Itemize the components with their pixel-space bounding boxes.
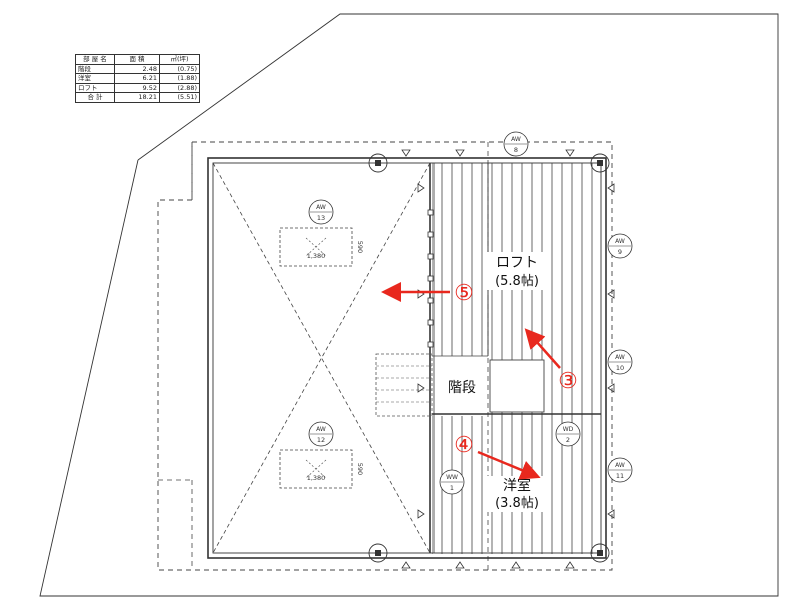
exterior-wall-inner: [212, 162, 602, 554]
western-room-size: (3.8帖): [495, 496, 539, 511]
window-aw11-num: 11: [616, 472, 624, 480]
window-aw8-num: 8: [514, 146, 518, 154]
area-table-row: ロフト 9.52 (2.88): [75, 82, 200, 93]
area-table-header: 部 屋 名 面 積 ㎡(坪): [75, 54, 200, 65]
area-table-total-row: 合 計 18.21 (5.51): [75, 92, 200, 103]
area-table-area: 18.21: [114, 92, 160, 103]
loft-size: (5.8帖): [495, 274, 539, 289]
annotation-3: ③: [558, 369, 578, 394]
window-aw8-type: AW: [511, 136, 521, 143]
window-wd2-num: 2: [566, 436, 570, 444]
window-ww1-type: WW: [446, 474, 458, 481]
area-table-row: 洋室 6.21 (1.88): [75, 73, 200, 84]
window-aw8: [503, 131, 529, 157]
area-table-row: 階段 2.48 (0.75): [75, 63, 200, 74]
window-ww1: [439, 469, 465, 495]
window-wd2: [555, 421, 581, 447]
void-cross-b: [212, 162, 431, 554]
western-room-name: 洋室: [503, 477, 531, 494]
stairs-label-bg: [442, 375, 482, 397]
skylight-top: [279, 227, 353, 267]
area-table-room: 階段: [75, 63, 115, 74]
area-table-tsubo: (5.51): [159, 92, 200, 103]
window-aw11-type: AW: [615, 462, 625, 469]
window-aw9: [607, 233, 633, 259]
stair-treads: [376, 365, 432, 403]
window-aw12-num: 12: [317, 436, 325, 444]
skylight-bottom-width: 1,380: [307, 474, 326, 482]
stairs-name: 階段: [448, 380, 476, 396]
window-aw12-type: AW: [316, 426, 326, 433]
area-table: 部 屋 名 面 積 ㎡(坪) 階段 2.48 (0.75) 洋室 6.21 (1…: [75, 54, 200, 103]
site-boundary: [39, 13, 779, 597]
area-table-tsubo: (1.88): [159, 73, 200, 84]
exterior-wall-outer: [207, 157, 607, 559]
area-table-room: 洋室: [75, 73, 115, 84]
loft-name: ロフト: [496, 255, 538, 271]
void-cross-a: [212, 162, 431, 554]
area-table-area: 9.52: [114, 82, 160, 93]
window-aw10: [607, 349, 633, 375]
window-ww1-num: 1: [450, 484, 454, 492]
window-aw9-type: AW: [615, 238, 625, 245]
area-table-header-unit: ㎡(坪): [159, 54, 200, 65]
annotation-4: ④: [454, 433, 474, 458]
area-table-room: 合 計: [75, 92, 115, 103]
area-table-room: ロフト: [75, 82, 115, 93]
area-table-header-room: 部 屋 名: [75, 54, 115, 65]
window-aw12: [308, 421, 334, 447]
western-room-label-bg: [486, 476, 548, 512]
stairs-box: [489, 359, 545, 413]
loft-label-bg: [486, 252, 548, 290]
corner-columns: [368, 153, 610, 563]
window-aw11: [607, 457, 633, 483]
window-aw10-type: AW: [615, 354, 625, 361]
arrow-4: [477, 450, 541, 480]
window-aw13-num: 13: [317, 214, 325, 222]
skylight-top-width: 1,380: [307, 252, 326, 260]
area-table-tsubo: (2.88): [159, 82, 200, 93]
area-table-tsubo: (0.75): [159, 63, 200, 74]
skylight-bottom-height: 590: [356, 463, 364, 475]
arrow-3: [524, 328, 561, 369]
wall-posts: [427, 209, 434, 348]
column-markers: [375, 160, 603, 556]
window-aw9-num: 9: [618, 248, 622, 256]
stair-flight: [375, 353, 433, 417]
window-aw13-type: AW: [316, 204, 326, 211]
skylight-bottom: [279, 449, 353, 489]
window-aw10-num: 10: [616, 364, 624, 372]
skylight-top-height: 590: [356, 241, 364, 253]
annotation-5: ⑤: [454, 281, 474, 306]
area-table-area: 6.21: [114, 73, 160, 84]
area-table-area: 2.48: [114, 63, 160, 74]
area-table-header-area: 面 積: [114, 54, 160, 65]
window-aw13: [308, 199, 334, 225]
window-wd2-type: WD: [563, 426, 574, 433]
